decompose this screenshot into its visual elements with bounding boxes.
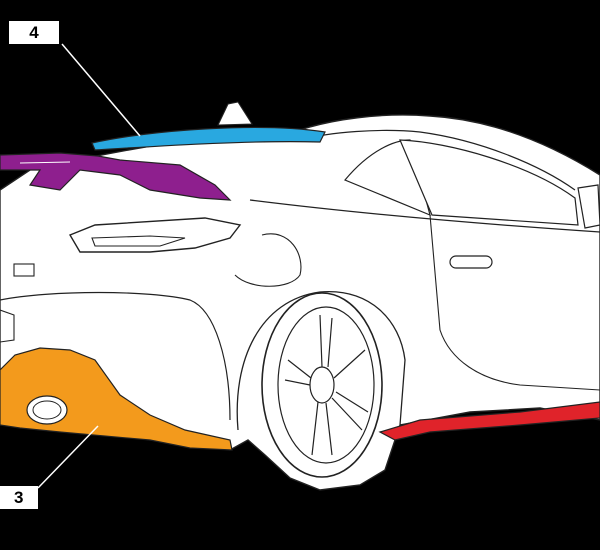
fuel-door [234, 233, 302, 287]
rear-diffuser [0, 347, 233, 451]
callout-rear-diffuser: 3 [0, 486, 38, 509]
rear-wing [0, 152, 232, 201]
rear-bumper-line [0, 291, 231, 421]
roof-spoiler [91, 126, 326, 151]
leader-line-3 [37, 425, 99, 489]
belt-line [249, 199, 600, 233]
tail-light [68, 217, 242, 253]
door-handle [449, 255, 493, 269]
tail-light-inner [91, 235, 186, 247]
rear-window-line [299, 129, 576, 191]
side-skirt [378, 401, 600, 441]
side-mirror [577, 184, 600, 229]
rear-wheel [261, 292, 383, 478]
door-window [399, 139, 579, 226]
antenna [217, 101, 253, 126]
door-line [429, 214, 600, 391]
callout-label: 4 [29, 22, 39, 42]
leader-line-4 [61, 43, 141, 137]
callout-label: 3 [14, 487, 24, 507]
rear-badge [13, 263, 35, 277]
callout-roof-spoiler: 4 [9, 21, 59, 44]
license-recess [0, 309, 15, 343]
